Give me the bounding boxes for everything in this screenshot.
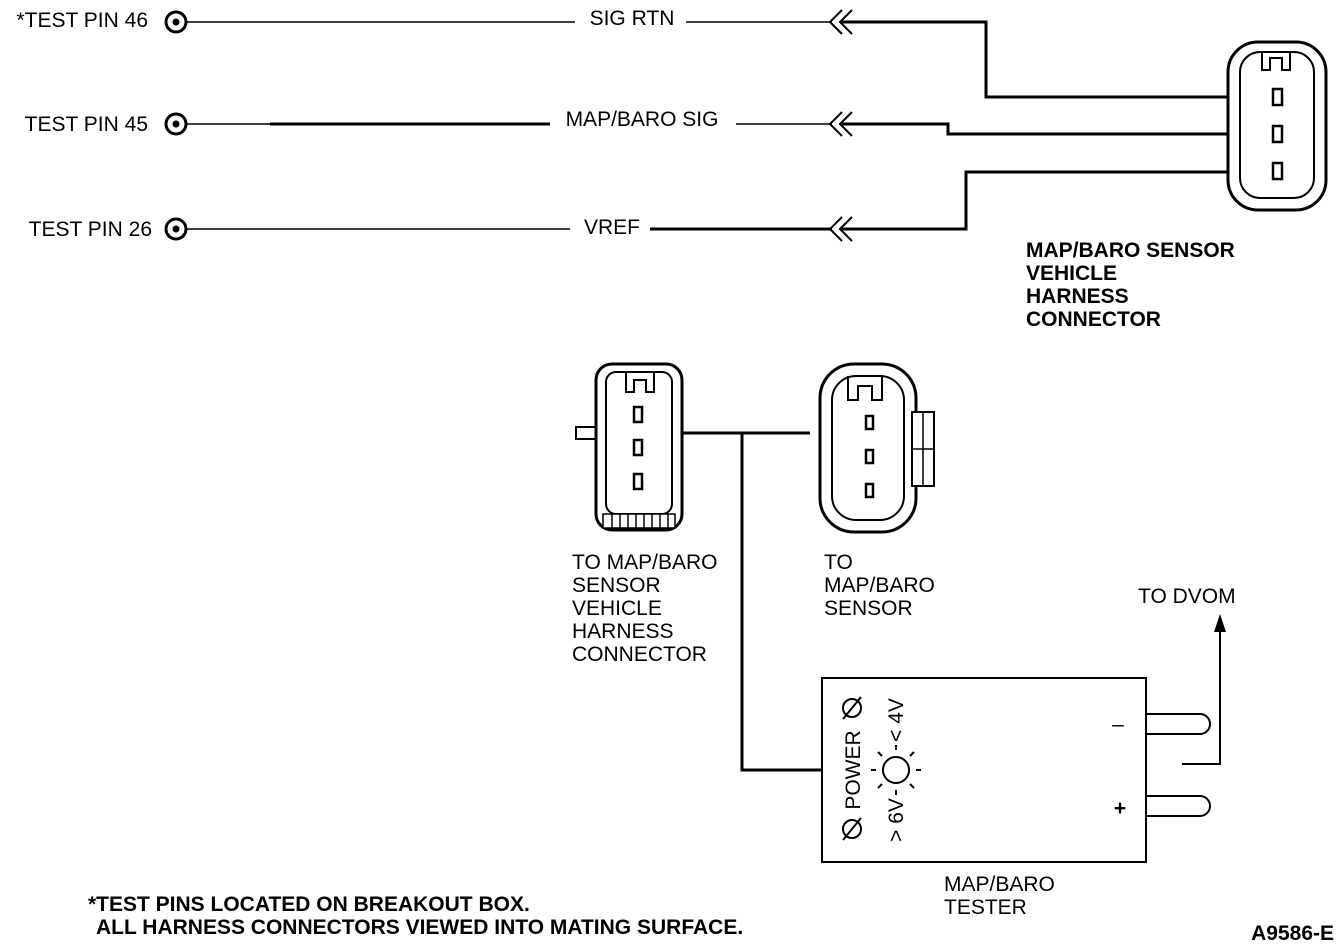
test-pin-26-label: TEST PIN 26 — [29, 218, 152, 241]
svg-text:< 4V: < 4V — [885, 698, 908, 742]
tester-lead-wire — [682, 431, 822, 772]
wire-sig-rtn — [186, 9, 1268, 99]
right-connector-label: TO MAP/BARO SENSOR — [824, 551, 935, 620]
test-pin-46-label: *TEST PIN 46 — [17, 9, 149, 32]
tester-label: MAP/BARO TESTER — [944, 873, 1055, 919]
svg-text:*TEST PINS LOCATED ON BREAKOUT: *TEST PINS LOCATED ON BREAKOUT BOX. — [88, 893, 530, 916]
tester-plus-sign: + — [1114, 797, 1126, 820]
tester-high-threshold: > 6V — [885, 798, 908, 842]
svg-text:TO MAP/BARO: TO MAP/BARO — [572, 551, 717, 574]
wire-label-map-baro-sig: MAP/BARO SIG — [566, 108, 719, 131]
dvom-lead-wire — [1182, 614, 1226, 765]
svg-text:TO: TO — [824, 551, 853, 574]
footnote: *TEST PINS LOCATED ON BREAKOUT BOX. ALL … — [88, 893, 743, 939]
test-pin-46-terminal-icon — [164, 10, 188, 34]
power-off-symbol-icon — [842, 696, 862, 720]
svg-text:VEHICLE: VEHICLE — [1026, 262, 1117, 285]
svg-text:MAP/BARO SENSOR: MAP/BARO SENSOR — [1026, 239, 1235, 262]
svg-text:> 6V: > 6V — [885, 798, 908, 842]
svg-text:CONNECTOR: CONNECTOR — [572, 643, 707, 666]
wire-label-sig-rtn: SIG RTN — [590, 7, 675, 30]
right-connector-icon — [818, 362, 935, 534]
harness-connector-label: MAP/BARO SENSOR VEHICLE HARNESS CONNECTO… — [1026, 239, 1235, 331]
left-connector-icon — [575, 362, 684, 532]
svg-text:TESTER: TESTER — [944, 896, 1027, 919]
left-connector-label: TO MAP/BARO SENSOR VEHICLE HARNESS CONNE… — [572, 551, 717, 666]
svg-text:SENSOR: SENSOR — [572, 574, 661, 597]
dvom-label: TO DVOM — [1138, 585, 1236, 608]
tester-power-switch: POWER — [842, 730, 865, 809]
figure-code: A9586-E — [1251, 922, 1334, 945]
test-pin-45-label: TEST PIN 45 — [25, 113, 148, 136]
svg-text:ALL HARNESS CONNECTORS VIEWED: ALL HARNESS CONNECTORS VIEWED INTO MATIN… — [96, 916, 743, 939]
harness-connector-icon — [1226, 40, 1328, 212]
indicator-lamp-icon — [871, 745, 921, 795]
svg-text:VEHICLE: VEHICLE — [572, 597, 662, 620]
plus-output-jack-icon — [1146, 795, 1211, 817]
test-pin-26-terminal-icon — [164, 217, 188, 241]
tester-low-threshold: < 4V — [885, 698, 908, 742]
test-pin-45-terminal-icon — [164, 112, 188, 136]
tester-minus-sign: – — [1112, 713, 1124, 736]
svg-text:HARNESS: HARNESS — [572, 620, 674, 643]
wire-map-baro-sig — [186, 111, 1268, 137]
svg-text:MAP/BARO: MAP/BARO — [944, 873, 1055, 896]
wire-vref — [186, 170, 1268, 242]
minus-output-jack-icon — [1146, 713, 1211, 735]
svg-text:MAP/BARO: MAP/BARO — [824, 574, 935, 597]
power-on-symbol-icon — [842, 817, 862, 841]
wire-label-vref: VREF — [584, 216, 640, 239]
tester-box — [821, 677, 1147, 863]
svg-text:CONNECTOR: CONNECTOR — [1026, 308, 1161, 331]
svg-text:SENSOR: SENSOR — [824, 597, 913, 620]
svg-text:HARNESS: HARNESS — [1026, 285, 1129, 308]
svg-text:POWER: POWER — [842, 730, 865, 809]
